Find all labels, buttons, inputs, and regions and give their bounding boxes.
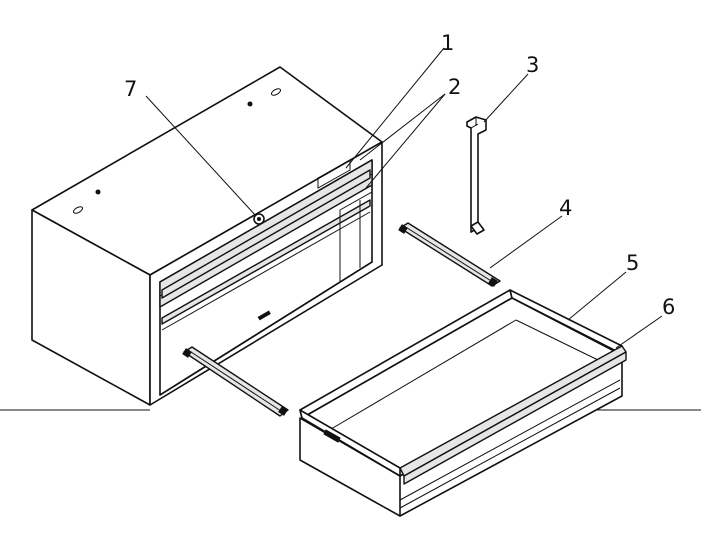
leader-6	[615, 315, 663, 349]
lock-keyhole	[257, 217, 261, 221]
top-dot-2	[95, 189, 101, 195]
drawer-floor-back	[325, 319, 517, 433]
leader-lines	[145, 47, 663, 349]
drawer	[299, 289, 627, 517]
leader-1	[345, 47, 445, 169]
callout-7: 7	[124, 77, 137, 101]
inner-rail	[161, 199, 371, 325]
callout-1: 1	[441, 31, 454, 55]
callout-5: 5	[626, 251, 639, 275]
leader-2b	[365, 93, 446, 189]
top-hole-2	[72, 206, 84, 214]
callout-6: 6	[662, 295, 675, 319]
top-hole-1	[270, 88, 282, 96]
leader-7	[145, 95, 257, 217]
drawer-handle-slot	[257, 310, 271, 321]
leader-5	[567, 271, 627, 321]
drawer-slide-left	[182, 346, 289, 417]
cabinet	[31, 66, 383, 406]
drawer-slide-right	[398, 222, 501, 287]
leader-2a	[359, 93, 446, 161]
callout-4: 4	[559, 196, 572, 220]
callout-3: 3	[526, 53, 539, 77]
drawer-slide-stub	[323, 429, 341, 443]
leader-3	[483, 73, 529, 123]
opening-bottom	[159, 261, 373, 396]
label-plate	[317, 159, 351, 189]
callout-2: 2	[448, 75, 461, 99]
inner-shelf-line	[161, 211, 371, 331]
drawer-front-line-2	[399, 387, 621, 509]
top-dot-1	[247, 101, 253, 107]
upper-rail	[161, 169, 371, 299]
drawer-front-line-1	[399, 379, 621, 501]
drawer-floor-side	[515, 319, 599, 361]
leader-4	[489, 215, 563, 269]
lock-bar	[466, 116, 487, 235]
callout-labels: 1 2 3 4 5 6 7	[124, 31, 675, 319]
drawer-handle-lip	[403, 351, 627, 485]
